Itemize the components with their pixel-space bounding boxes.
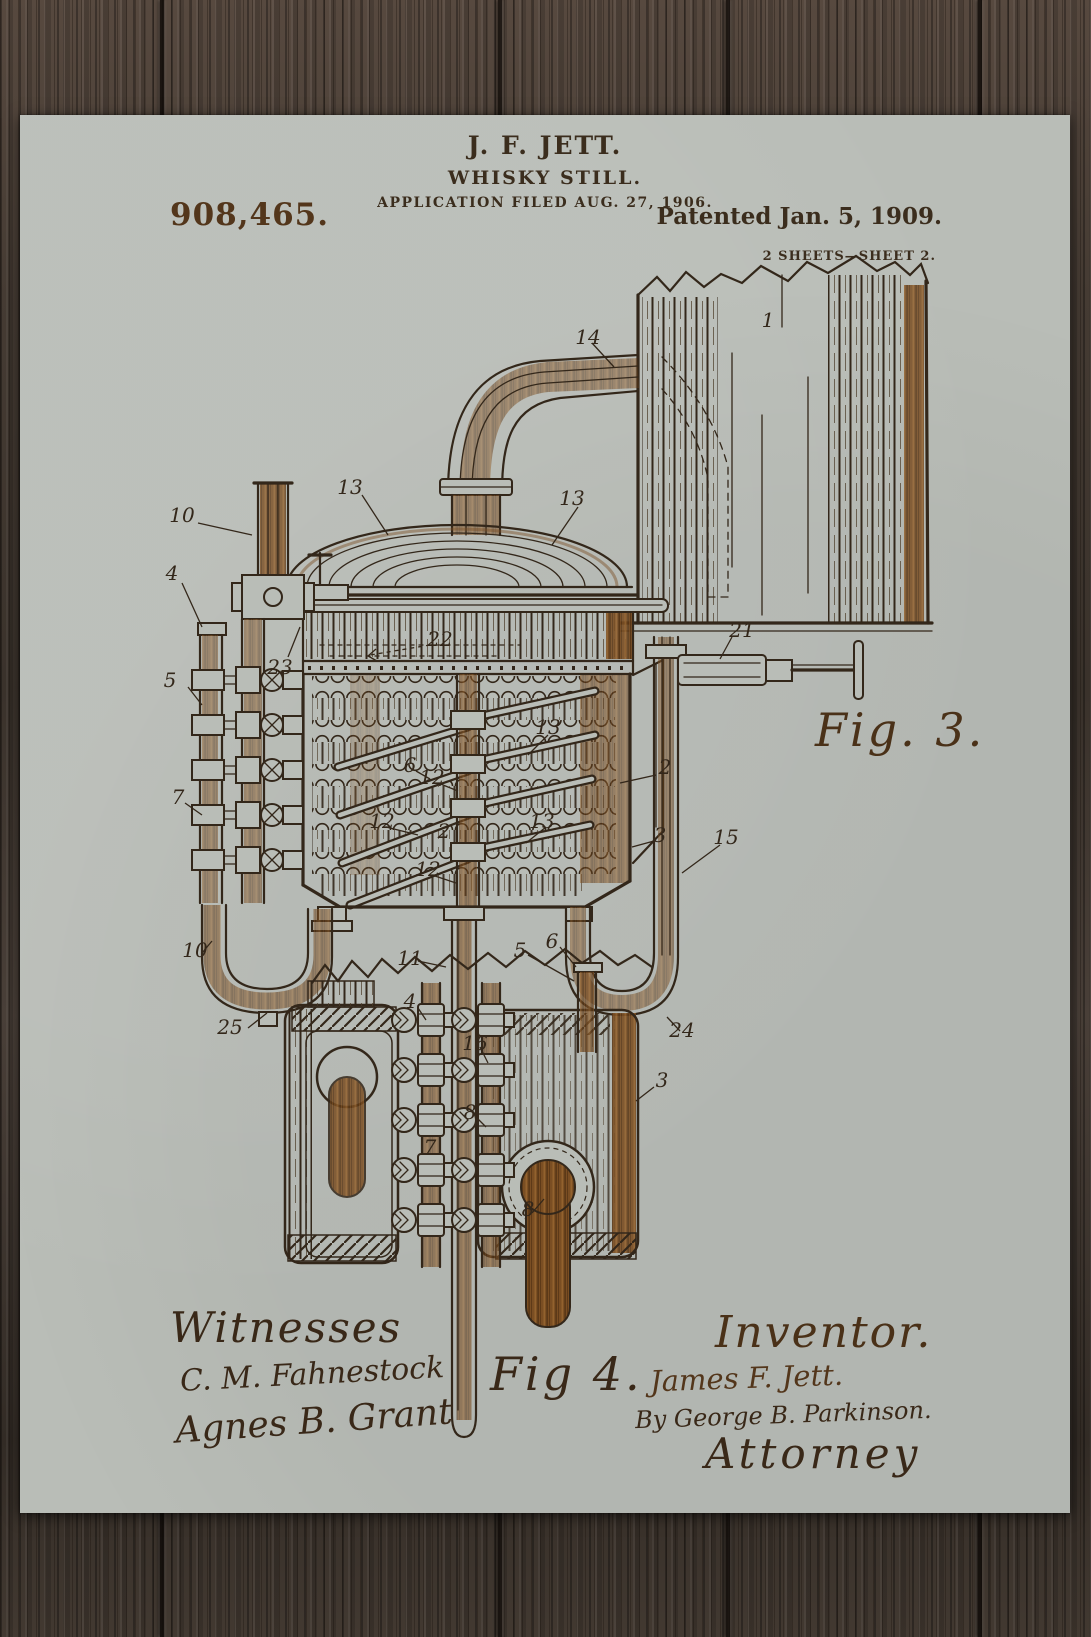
part-label-5: 5 bbox=[514, 938, 527, 962]
part-label-14: 14 bbox=[575, 325, 600, 349]
part-label-11: 11 bbox=[397, 946, 422, 970]
part-label-12: 12 bbox=[369, 809, 394, 833]
part-label-8: 8 bbox=[464, 1100, 477, 1124]
part-label-1: 1 bbox=[762, 308, 775, 332]
part-label-22: 22 bbox=[427, 627, 452, 651]
part-label-7: 7 bbox=[424, 1135, 437, 1159]
part-label-7: 7 bbox=[172, 785, 185, 809]
part-label-12: 12 bbox=[415, 857, 440, 881]
part-label-13: 13 bbox=[535, 715, 560, 739]
part-label-4: 4 bbox=[166, 561, 179, 585]
part-label-23: 23 bbox=[267, 655, 292, 679]
part-label-16: 16 bbox=[462, 1031, 487, 1055]
part-label-3: 3 bbox=[654, 823, 667, 847]
part-label-13: 13 bbox=[559, 486, 584, 510]
attorney-heading: Attorney bbox=[705, 1429, 921, 1478]
part-label-13: 13 bbox=[529, 809, 554, 833]
part-label-6: 6 bbox=[404, 753, 417, 777]
part-label-6: 6 bbox=[546, 929, 559, 953]
part-label-4: 4 bbox=[404, 989, 417, 1013]
patent-sheet: J. F. JETT. WHISKY STILL. APPLICATION FI… bbox=[20, 115, 1070, 1513]
part-label-21: 21 bbox=[729, 618, 754, 642]
part-label-10: 10 bbox=[182, 938, 207, 962]
part-label-13: 13 bbox=[337, 475, 362, 499]
fig3-caption: Fig. 3. bbox=[815, 703, 985, 757]
part-label-12: 12 bbox=[419, 765, 444, 789]
part-label-5: 5 bbox=[164, 668, 177, 692]
part-label-15: 15 bbox=[713, 825, 738, 849]
part-label-2: 2 bbox=[438, 819, 451, 843]
part-label-25: 25 bbox=[217, 1015, 242, 1039]
part-label-2: 2 bbox=[659, 755, 672, 779]
part-label-8: 8 bbox=[522, 1197, 535, 1221]
part-label-10: 10 bbox=[169, 503, 194, 527]
inventor-heading: Inventor. bbox=[715, 1307, 932, 1358]
fig4-caption: Fig 4. bbox=[490, 1347, 643, 1401]
part-label-3: 3 bbox=[656, 1068, 669, 1092]
witnesses-heading: Witnesses bbox=[170, 1303, 402, 1352]
inventor-signature: James F. Jett. bbox=[649, 1358, 843, 1399]
part-label-24: 24 bbox=[669, 1018, 694, 1042]
